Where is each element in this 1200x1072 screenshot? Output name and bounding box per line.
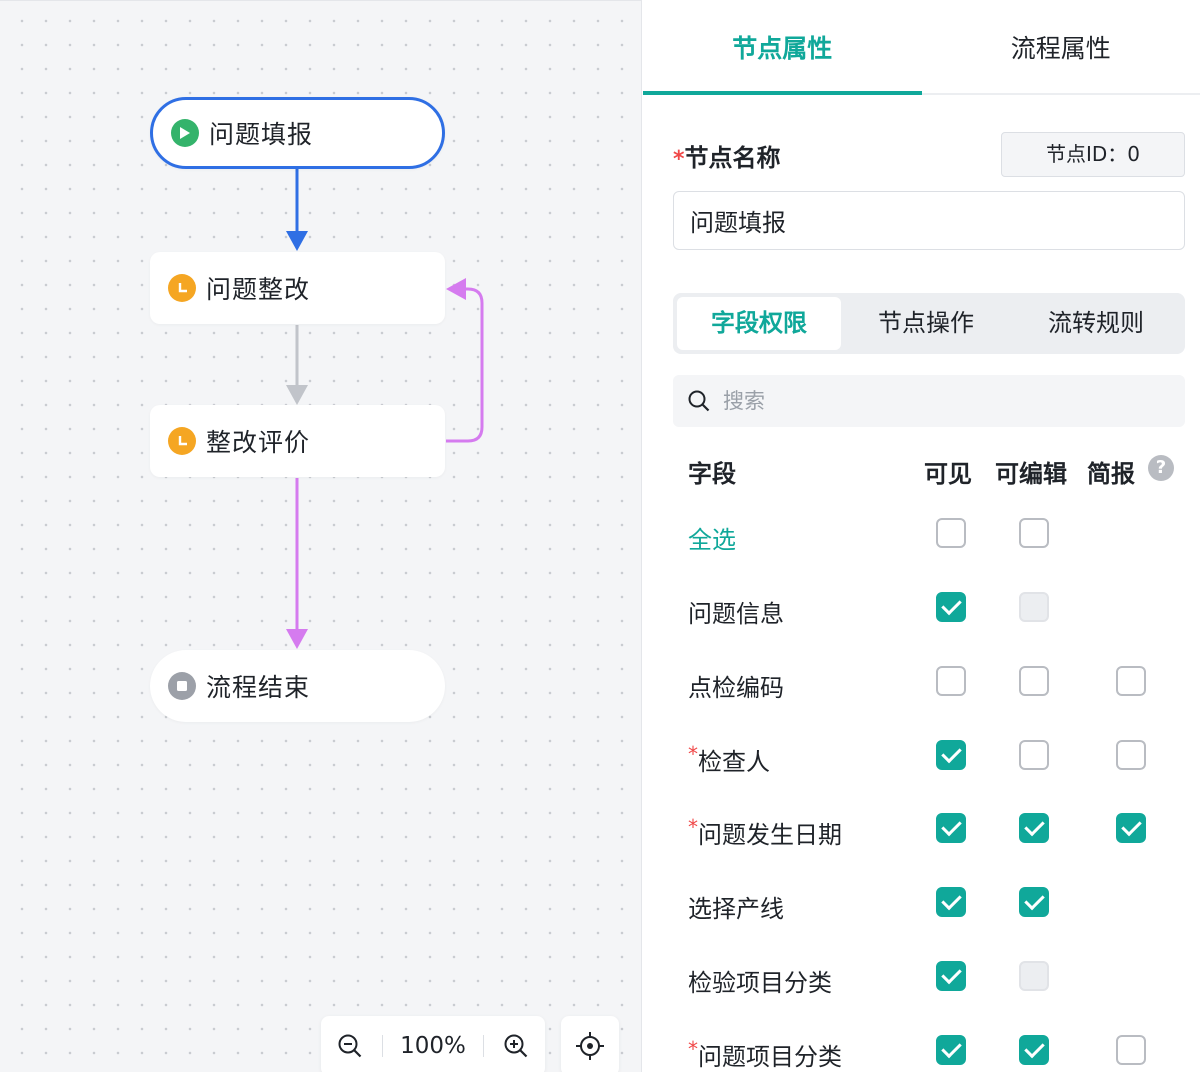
field-search — [673, 375, 1185, 427]
flow-node-label: 整改评价 — [206, 428, 311, 457]
field-name: *问题发生日期 — [688, 815, 842, 850]
table-header: 字段 可见 可编辑 简报 ? — [673, 450, 1193, 494]
field-name: 问题信息 — [688, 594, 784, 629]
search-icon — [688, 390, 710, 412]
table-row: 检验项目分类 — [673, 961, 1193, 1001]
table-row: *检查人 — [673, 740, 1193, 780]
column-visible: 可见 — [924, 460, 972, 488]
node-name-row: *节点名称 节点ID：0 — [673, 132, 1185, 178]
help-icon[interactable]: ? — [1148, 455, 1174, 481]
visible-checkbox[interactable] — [936, 813, 966, 843]
subtab-field-permissions[interactable]: 字段权限 — [677, 297, 841, 350]
tab-node-properties[interactable]: 节点属性 — [643, 0, 922, 95]
select-all-link[interactable]: 全选 — [688, 526, 736, 554]
field-name-text: 检查人 — [698, 748, 770, 776]
node-name-label-text: 节点名称 — [684, 144, 781, 172]
required-mark: * — [688, 1037, 698, 1061]
editable-checkbox[interactable] — [1019, 740, 1049, 770]
visible-checkbox[interactable] — [936, 740, 966, 770]
zoom-in-icon — [504, 1034, 528, 1058]
zoom-out-icon — [338, 1034, 362, 1058]
brief-checkbox[interactable] — [1116, 813, 1146, 843]
column-editable: 可编辑 — [995, 460, 1067, 488]
column-brief: 简报 — [1087, 460, 1135, 488]
subtab-transition-rules[interactable]: 流转规则 — [1048, 309, 1144, 337]
flow-node-rectify[interactable]: 问题整改 — [150, 252, 445, 324]
divider — [482, 1035, 484, 1057]
flow-node-label: 问题填报 — [209, 120, 314, 149]
editable-checkbox — [1019, 592, 1049, 622]
field-name-text: 问题发生日期 — [698, 821, 842, 849]
editable-checkbox[interactable] — [1019, 887, 1049, 917]
field-name-text: 选择产线 — [688, 895, 784, 923]
zoom-out-button[interactable] — [335, 1031, 365, 1061]
properties-panel: 节点属性 流程属性 *节点名称 节点ID：0 字段权限 节点操作 流转规则 字段… — [643, 0, 1200, 1072]
flow-canvas[interactable]: 问题填报 问题整改 整改评价 流程结束 100% — [0, 0, 642, 1072]
field-name-text: 检验项目分类 — [688, 969, 832, 997]
field-name: *检查人 — [688, 742, 770, 777]
field-name: 选择产线 — [688, 889, 784, 924]
zoom-level: 100% — [400, 1033, 466, 1059]
select-all-row: 全选 — [673, 518, 1193, 558]
flow-node-start[interactable]: 问题填报 — [150, 97, 445, 169]
editable-checkbox[interactable] — [1019, 1035, 1049, 1065]
node-name-input[interactable] — [673, 191, 1185, 250]
brief-checkbox[interactable] — [1116, 1035, 1146, 1065]
table-row: 问题信息 — [673, 592, 1193, 632]
edge-start-to-rectify — [286, 169, 308, 251]
visible-checkbox[interactable] — [936, 1035, 966, 1065]
clock-icon — [168, 427, 196, 455]
flow-node-evaluate[interactable]: 整改评价 — [150, 405, 445, 477]
select-all-editable-checkbox[interactable] — [1019, 518, 1049, 548]
brief-checkbox[interactable] — [1116, 666, 1146, 696]
field-name-text: 问题项目分类 — [698, 1043, 842, 1071]
play-icon — [171, 119, 199, 147]
visible-checkbox[interactable] — [936, 961, 966, 991]
subtab-node-operations[interactable]: 节点操作 — [878, 309, 974, 337]
flow-node-label: 流程结束 — [206, 673, 311, 702]
visible-checkbox[interactable] — [936, 666, 966, 696]
node-id-badge: 节点ID：0 — [1001, 132, 1185, 177]
stop-icon — [168, 672, 196, 700]
flow-node-label: 问题整改 — [206, 275, 311, 304]
permission-sub-tabs: 字段权限 节点操作 流转规则 — [673, 293, 1185, 354]
flow-edges — [286, 169, 484, 649]
field-name: *问题项目分类 — [688, 1037, 842, 1072]
required-mark: * — [688, 742, 698, 766]
node-name-label: *节点名称 — [673, 138, 781, 173]
table-row: 选择产线 — [673, 887, 1193, 927]
edge-rectify-to-evaluate — [286, 325, 308, 405]
field-name: 点检编码 — [688, 668, 784, 703]
visible-checkbox[interactable] — [936, 887, 966, 917]
flow-node-end[interactable]: 流程结束 — [150, 650, 445, 722]
table-row: 点检编码 — [673, 666, 1193, 706]
crosshair-icon — [576, 1032, 604, 1060]
select-all-visible-checkbox[interactable] — [936, 518, 966, 548]
table-row: *问题发生日期 — [673, 813, 1193, 853]
clock-icon — [168, 274, 196, 302]
required-mark: * — [673, 147, 685, 172]
zoom-toolbar: 100% — [321, 1016, 545, 1072]
field-name: 检验项目分类 — [688, 963, 832, 998]
tab-flow-properties[interactable]: 流程属性 — [1010, 34, 1111, 63]
editable-checkbox[interactable] — [1019, 813, 1049, 843]
column-field: 字段 — [688, 460, 736, 488]
locate-button[interactable] — [561, 1016, 619, 1072]
required-mark: * — [688, 815, 698, 839]
search-input[interactable] — [723, 389, 1143, 413]
editable-checkbox — [1019, 961, 1049, 991]
edge-evaluate-to-end — [286, 478, 308, 649]
field-name-text: 问题信息 — [688, 600, 784, 628]
visible-checkbox[interactable] — [936, 592, 966, 622]
editable-checkbox[interactable] — [1019, 666, 1049, 696]
divider — [382, 1035, 384, 1057]
zoom-in-button[interactable] — [501, 1031, 531, 1061]
edge-evaluate-return — [446, 278, 484, 443]
brief-checkbox[interactable] — [1116, 740, 1146, 770]
table-row: *问题项目分类 — [673, 1035, 1193, 1072]
panel-tabs: 节点属性 流程属性 — [643, 0, 1200, 95]
field-name-text: 点检编码 — [688, 674, 784, 702]
